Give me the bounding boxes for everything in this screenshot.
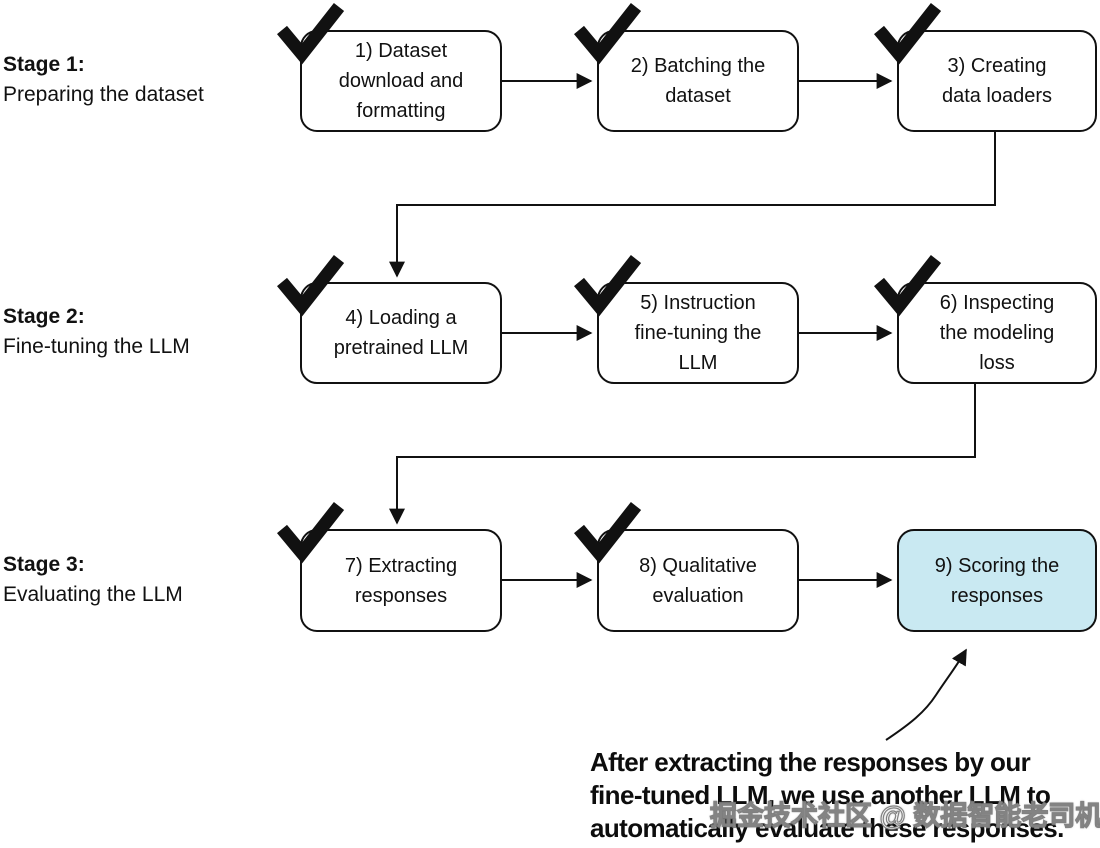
flow-box-6-modeling-loss: 6) Inspecting the modeling loss (874, 254, 1097, 384)
flow-box-4-loading-llm: 4) Loading a pretrained LLM (277, 254, 502, 384)
checkmark-icon (277, 2, 345, 65)
annotation-line-1: After extracting the responses by our (590, 747, 1031, 777)
flow-box-2-batching: 2) Batching the dataset (574, 2, 799, 132)
stage-1-subtitle: Preparing the dataset (3, 83, 204, 106)
checkmark-icon (574, 2, 642, 65)
checkmark-icon (277, 501, 345, 564)
stage-1-label: Stage 1: Preparing the dataset (3, 50, 204, 110)
stage-3-subtitle: Evaluating the LLM (3, 583, 183, 606)
flow-box-6-label: 6) Inspecting the modeling loss (939, 292, 1055, 374)
stage-1-title: Stage 1: (3, 53, 85, 76)
elbow-box6-to-box7 (389, 384, 976, 525)
flow-box-1-dataset-download: 1) Dataset download and formatting (277, 2, 502, 132)
flow-box-4-label: 4) Loading a pretrained LLM (333, 307, 469, 359)
annotation-line-3: automatically evaluate these responses. (590, 813, 1064, 843)
flow-box-9-label: 9) Scoring the responses (934, 554, 1060, 607)
stage-2-subtitle: Fine-tuning the LLM (3, 335, 190, 358)
flow-box-9-scoring-responses: 9) Scoring the responses (897, 529, 1097, 632)
checkmark-icon (874, 2, 942, 65)
flow-box-2-label: 2) Batching the dataset (630, 55, 766, 107)
flow-box-8-qualitative-evaluation: 8) Qualitative evaluation (574, 501, 799, 632)
annotation-note: After extracting the responses by our fi… (590, 746, 1064, 845)
stage-2-title: Stage 2: (3, 305, 85, 328)
flow-box-3-label: 3) Creating data loaders (941, 55, 1053, 107)
annotation-line-2: fine-tuned LLM, we use another LLM to (590, 780, 1051, 810)
flow-box-8-label: 8) Qualitative evaluation (639, 554, 757, 607)
flow-box-7-extracting-responses: 7) Extracting responses (277, 501, 502, 632)
stage-3-label: Stage 3: Evaluating the LLM (3, 550, 183, 610)
checkmark-icon (574, 254, 642, 317)
stage-2-label: Stage 2: Fine-tuning the LLM (3, 302, 190, 362)
flow-box-5-instruction-finetuning: 5) Instruction fine-tuning the LLM (574, 254, 799, 384)
flow-box-5-label: 5) Instruction fine-tuning the LLM (634, 292, 762, 374)
checkmark-icon (277, 254, 345, 317)
watermark-text: 掘金技术社区 @ 数据智能老司机 (709, 800, 1100, 831)
flow-box-1-label: 1) Dataset download and formatting (338, 40, 464, 122)
curved-arrow-annotation-to-box9 (885, 648, 967, 741)
checkmark-icon (874, 254, 942, 317)
flow-box-7-label: 7) Extracting responses (344, 554, 458, 607)
checkmark-icon (574, 501, 642, 564)
stage-3-title: Stage 3: (3, 553, 85, 576)
flow-box-3-data-loaders: 3) Creating data loaders (874, 2, 1097, 132)
